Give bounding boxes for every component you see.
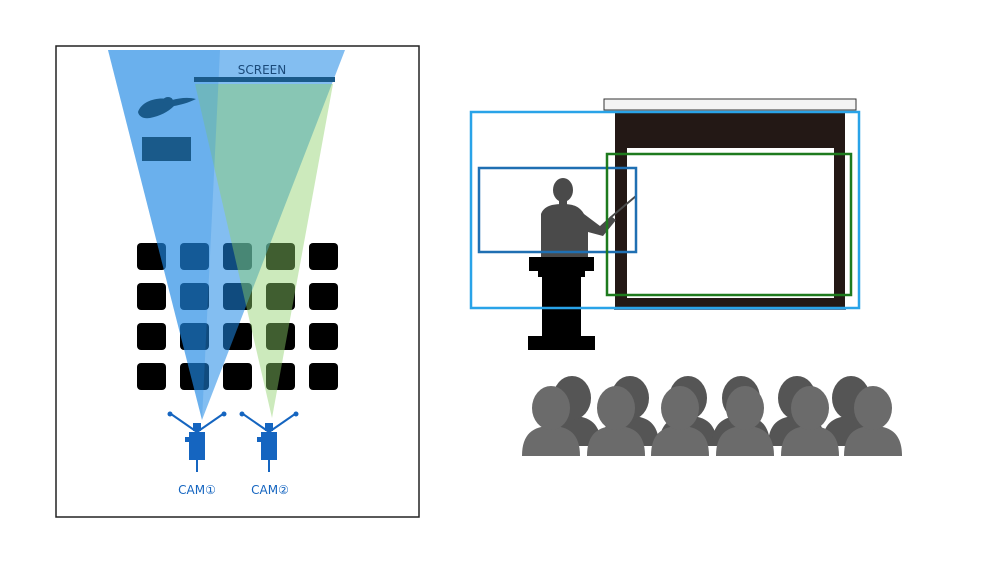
seat: [309, 363, 338, 390]
audience-member: [522, 386, 580, 456]
seat: [137, 363, 166, 390]
audience-member: [587, 386, 645, 456]
floor-plan: SCREEN: [55, 45, 420, 518]
seat: [223, 363, 252, 390]
screen-shot-frame: [605, 152, 853, 297]
audience-member: [651, 386, 709, 456]
seat: [137, 323, 166, 350]
seat: [266, 243, 295, 270]
podium-top-view: [142, 137, 191, 161]
seat: [266, 363, 295, 390]
camera-1-icon: [167, 411, 227, 472]
audience: [522, 376, 902, 456]
stage-view: [469, 98, 902, 456]
seat: [266, 283, 295, 310]
audience-member: [844, 386, 902, 456]
screen-case: [603, 98, 857, 111]
camera-2-label: CAM②: [251, 483, 289, 497]
camera-2-icon: [239, 411, 299, 472]
screen-bar: [194, 77, 335, 82]
camera-1-label: CAM①: [178, 483, 216, 497]
speaker-silhouette: [541, 178, 637, 260]
seat: [137, 283, 166, 310]
cam2-view-cone: [195, 84, 333, 418]
podium: [528, 257, 595, 350]
speaker-close-up-frame: [477, 166, 638, 254]
seat: [266, 323, 295, 350]
audience-member: [716, 386, 774, 456]
screen-label: SCREEN: [238, 63, 286, 77]
projection-screen-surface: [627, 148, 834, 298]
audience-member: [781, 386, 839, 456]
seat: [309, 323, 338, 350]
wide-shot-frame: [469, 110, 861, 310]
seat: [309, 243, 338, 270]
seat: [309, 283, 338, 310]
cam1-left-cone: [108, 50, 220, 420]
speaker-top-view: [138, 97, 196, 119]
